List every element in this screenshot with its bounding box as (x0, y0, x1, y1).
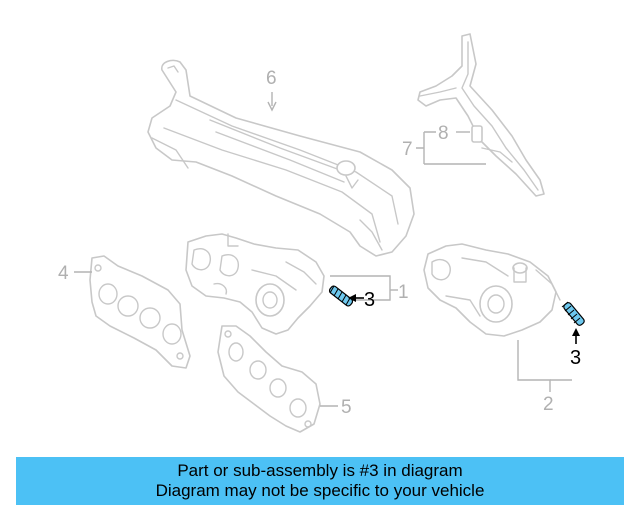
leader-7 (416, 131, 486, 165)
callout-5: 5 (341, 397, 352, 418)
part-5-gasket (217, 325, 321, 433)
callout-7: 7 (402, 139, 413, 160)
part-8-bracket (417, 33, 545, 197)
leader-1 (330, 275, 391, 301)
part-3-stud-left: 3 (328, 285, 375, 311)
part-3-stud-right: 3 (561, 301, 585, 369)
part-4-gasket (89, 255, 191, 369)
callout-4: 4 (58, 263, 69, 284)
banner-line-2: Diagram may not be specific to your vehi… (155, 481, 485, 500)
part-2-exhaust-manifold (423, 243, 561, 337)
callout-3-right: 3 (570, 347, 581, 369)
leader-6-arrow (267, 101, 277, 112)
leader-lines (74, 92, 572, 407)
callout-3-left: 3 (364, 289, 375, 311)
callout-6: 6 (266, 68, 277, 89)
callout-8: 8 (438, 123, 449, 144)
part-6-manifold-cover (147, 59, 415, 257)
part-1-exhaust-manifold (185, 233, 325, 335)
callout-labels: 6 8 7 1 4 5 2 (58, 68, 554, 418)
leader-2 (517, 340, 551, 392)
banner-line-1: Part or sub-assembly is #3 in diagram (177, 461, 463, 480)
callout-1: 1 (398, 282, 409, 303)
info-banner: Part or sub-assembly is #3 in diagram Di… (16, 457, 624, 505)
callout-2: 2 (543, 394, 554, 415)
